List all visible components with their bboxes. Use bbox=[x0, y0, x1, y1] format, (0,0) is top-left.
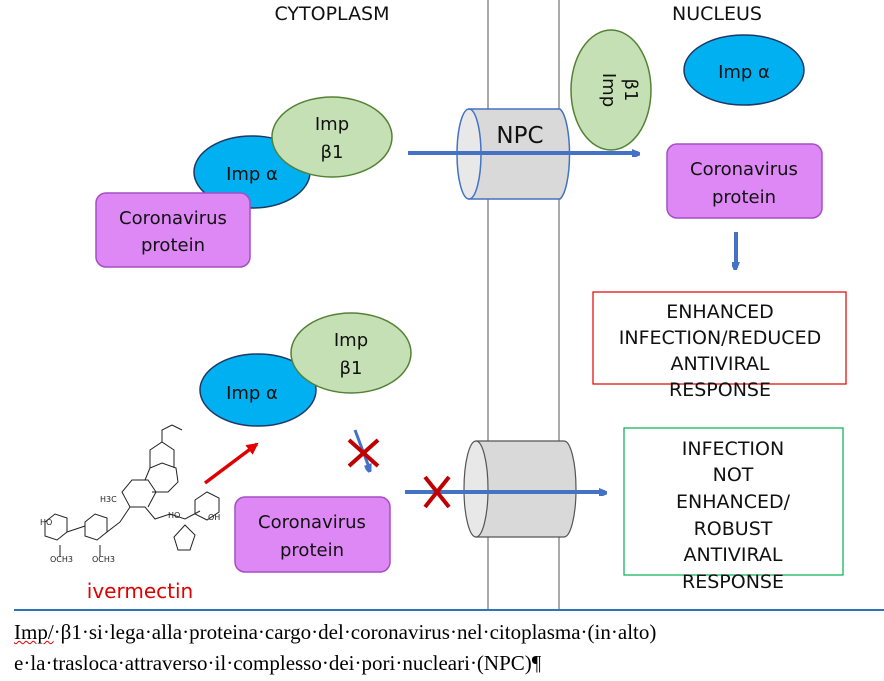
svg-text:OCH3: OCH3 bbox=[50, 555, 73, 564]
outcome-enhanced-box bbox=[592, 291, 847, 385]
imp-beta-label: β1 bbox=[340, 358, 363, 379]
protein-label: protein bbox=[712, 187, 776, 208]
protein-label: Coronavirus bbox=[258, 512, 366, 533]
caption-text: ·β1·si·lega·alla·proteina·cargo·del·coro… bbox=[53, 620, 657, 644]
npc-bottom bbox=[463, 440, 577, 538]
outcome-text: ENHANCED bbox=[666, 301, 774, 323]
outcome-text: NOT bbox=[713, 464, 754, 486]
outcome-not-enhanced-box bbox=[623, 427, 844, 576]
outcome-text: ROBUST bbox=[694, 518, 773, 540]
block-x-icon bbox=[347, 438, 380, 468]
outcome-text: RESPONSE bbox=[682, 571, 784, 593]
svg-text:OCH3: OCH3 bbox=[92, 555, 115, 564]
caption-line-1: Imp/·β1·si·lega·alla·proteina·cargo·del·… bbox=[14, 620, 656, 645]
outcome-text: INFECTION/REDUCED bbox=[619, 327, 821, 349]
outcome-text: RESPONSE bbox=[669, 379, 771, 401]
ivermectin-structure bbox=[44, 424, 220, 557]
ivermectin-atom-labels: HO OCH3 OCH3 H3C HO OH bbox=[40, 495, 220, 564]
ivermectin-binding-arrow bbox=[203, 442, 259, 485]
protein-label: protein bbox=[280, 540, 344, 561]
imp-beta-label: Imp bbox=[334, 330, 368, 351]
nucleus-label: NUCLEUS bbox=[672, 3, 762, 25]
imp-beta-bottom bbox=[290, 312, 412, 394]
imp-beta-nucleus bbox=[570, 29, 652, 151]
svg-text:HO: HO bbox=[40, 518, 52, 527]
npc-label: NPC bbox=[496, 123, 543, 149]
svg-text:H3C: H3C bbox=[100, 495, 117, 504]
coronavirus-protein-nucleus bbox=[666, 143, 823, 219]
imp-alpha-label: Imp α bbox=[226, 164, 278, 185]
imp-alpha-nucleus bbox=[683, 34, 805, 106]
cytoplasm-label: CYTOPLASM bbox=[274, 3, 389, 25]
coronavirus-protein-bottom bbox=[234, 496, 391, 573]
imp-beta-top bbox=[271, 96, 393, 178]
imp-beta-label: Imp bbox=[598, 73, 619, 107]
imp-beta-label: β1 bbox=[620, 79, 641, 102]
caption-word-flagged: Imp/ bbox=[14, 620, 54, 644]
outcome-text: INFECTION bbox=[682, 438, 784, 460]
caption-line-2: e·la·trasloca·attraverso·il·complesso·de… bbox=[14, 651, 542, 675]
imp-beta-label: Imp bbox=[315, 114, 349, 135]
imp-alpha-bottom bbox=[199, 353, 317, 427]
outcome-text: ENHANCED/ bbox=[676, 491, 791, 513]
ivermectin-label: ivermectin bbox=[87, 579, 193, 603]
svg-text:OH: OH bbox=[208, 513, 220, 522]
outcome-text: ANTIVIRAL bbox=[683, 544, 782, 566]
protein-label: protein bbox=[141, 235, 205, 256]
protein-label: Coronavirus bbox=[690, 159, 798, 180]
imp-beta-label: β1 bbox=[321, 142, 344, 163]
block-x-icon bbox=[423, 475, 451, 509]
protein-label: Coronavirus bbox=[119, 208, 227, 229]
imp-alpha-label: Imp α bbox=[718, 62, 770, 83]
coronavirus-protein-top bbox=[95, 192, 251, 268]
outcome-text: ANTIVIRAL bbox=[670, 353, 769, 375]
svg-text:HO: HO bbox=[168, 511, 180, 520]
imp-alpha-label: Imp α bbox=[226, 383, 278, 404]
